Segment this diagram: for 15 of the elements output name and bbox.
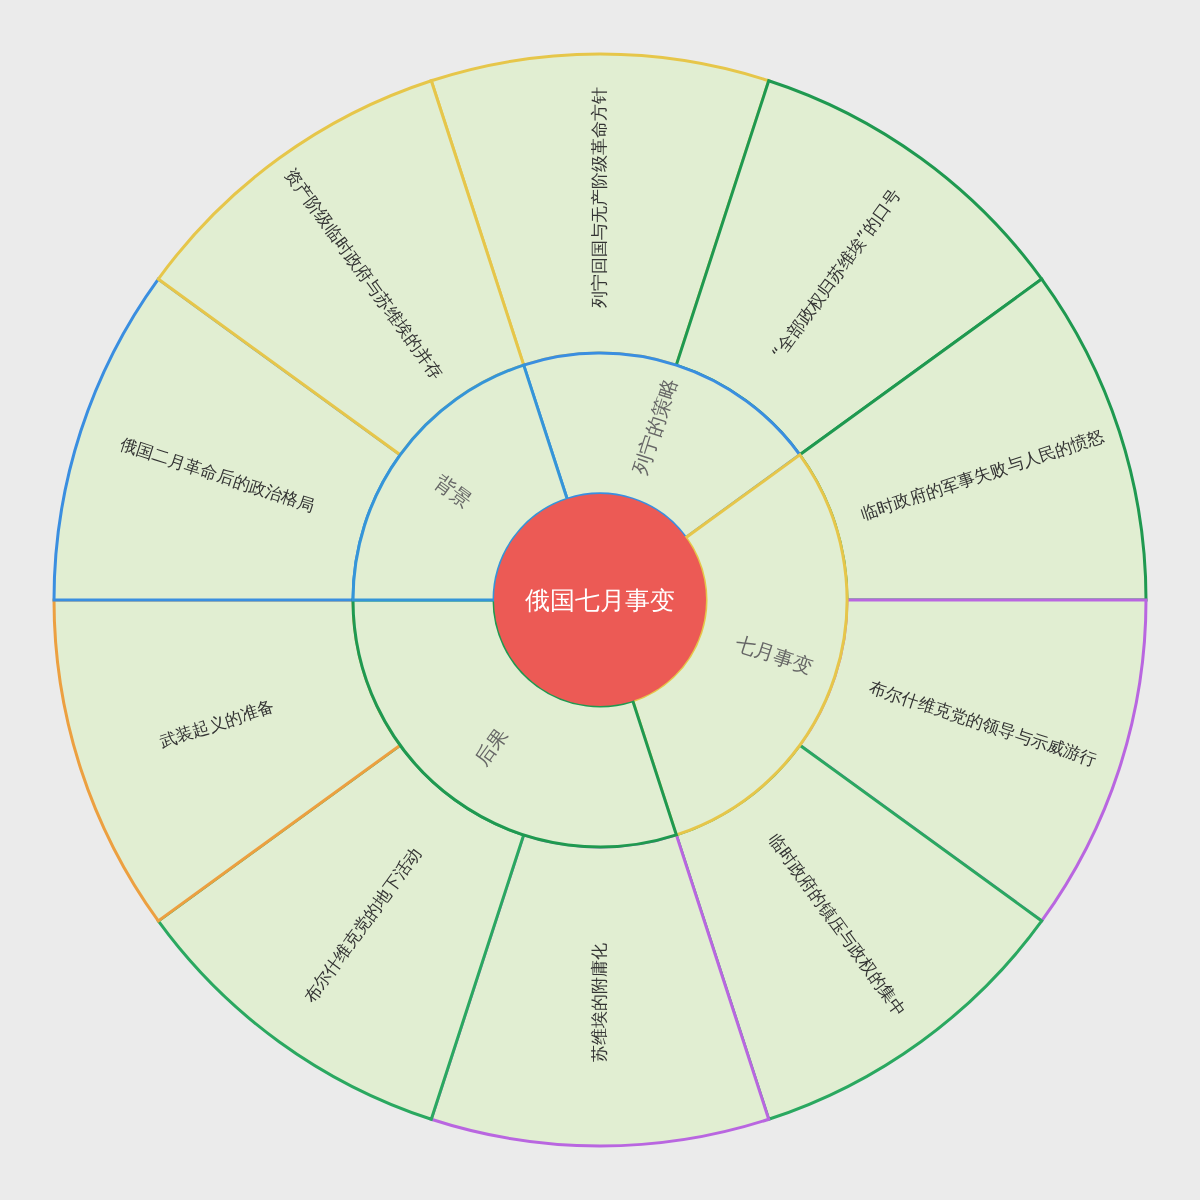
segment-label: 临时政府的军事失败与人民的愤怒 (858, 425, 1107, 524)
segment-label: 后果 (470, 723, 513, 770)
segment-label: 背景 (430, 470, 477, 513)
segment-label: 苏维埃的附庸化 (589, 943, 609, 1062)
center-label: 俄国七月事变 (525, 586, 675, 615)
segment-label: 七月事变 (732, 631, 816, 679)
segment-label: 布尔什维克党的领导与示威游行 (866, 677, 1100, 770)
segment-label: 俄国二月革命后的政治格局 (117, 433, 318, 516)
segment-label: “全部政权归苏维埃”的口号 (767, 185, 904, 363)
segment-label: 临时政府的镇压与政权的集中 (764, 829, 911, 1021)
segment-label: 布尔什维克党的地下活动 (299, 843, 426, 1007)
segment-label: 列宁的策略 (628, 374, 682, 478)
segment-label: 列宁回国与无产阶级革命方针 (589, 87, 609, 308)
segment-label: 资产阶级临时政府与苏维埃的并存 (281, 164, 448, 383)
segment-label: 武装起义的准备 (157, 695, 277, 752)
